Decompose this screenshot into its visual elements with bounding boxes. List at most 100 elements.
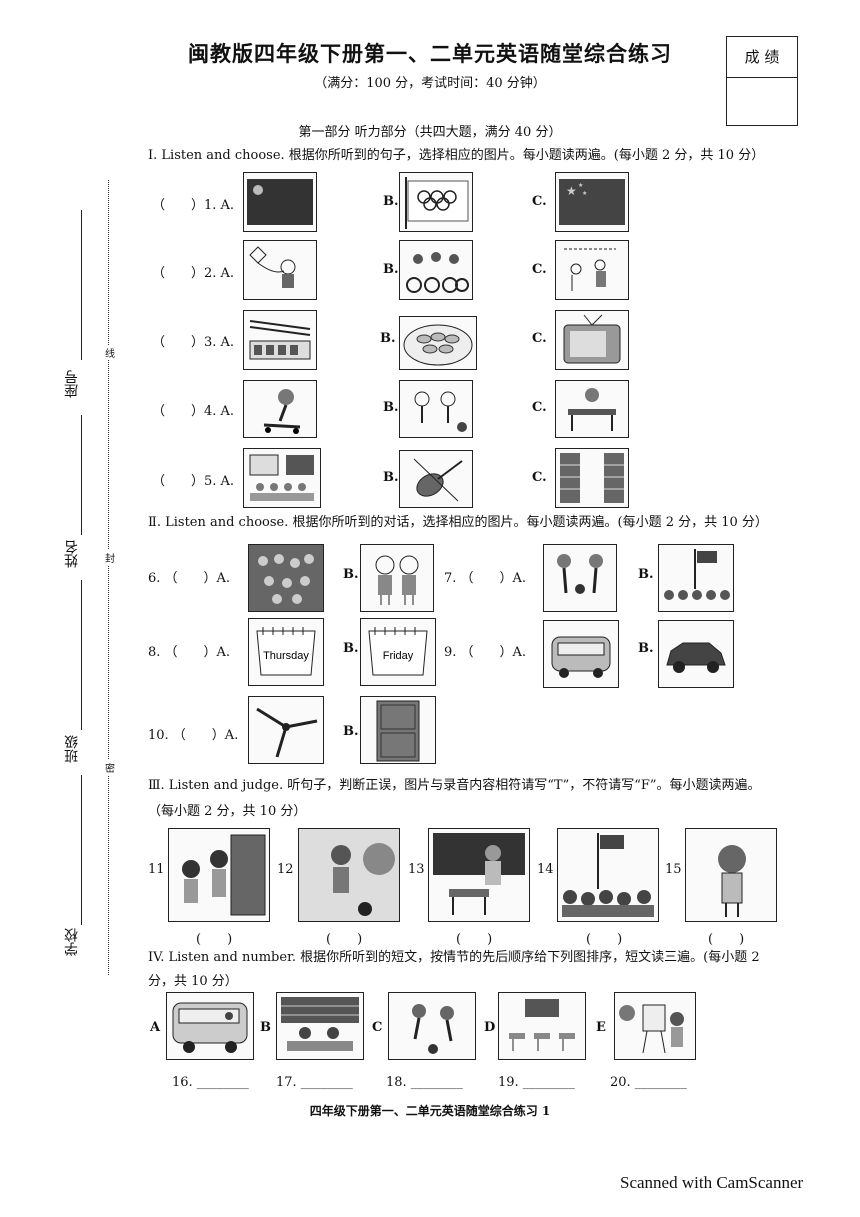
q10-b-label: B.: [343, 724, 359, 739]
q19-blank[interactable]: 19. ________: [498, 1075, 575, 1090]
q1-b-olympic-flag-picture: [399, 172, 473, 232]
seat-label: 座号: [64, 370, 80, 398]
q13-blackboard-boy-picture: [428, 828, 530, 922]
q8-b-friday-calendar-picture: Friday: [360, 618, 436, 686]
p4-c-running-picture: [388, 992, 476, 1060]
p4-letter-b: B: [260, 1020, 271, 1035]
binding-seal-char: 封: [105, 550, 115, 565]
q2-c-drawing-picture: [555, 240, 629, 300]
section-4-instruction: IV. Listen and number. 根据你所听到的短文，按情节的先后顺…: [148, 950, 760, 965]
q3-c-label: C.: [532, 331, 547, 346]
q9-b-car-picture: [658, 620, 734, 688]
p4-b-library-picture: [276, 992, 364, 1060]
q11-answer-paren[interactable]: ( ): [196, 932, 233, 947]
q16-blank[interactable]: 16. ________: [172, 1075, 249, 1090]
q4-b-label: B.: [383, 400, 399, 415]
q3-b-dumplings-picture: [399, 316, 477, 370]
q5-b-label: B.: [383, 470, 399, 485]
q1-c-china-flag-picture: ★★★: [555, 172, 629, 232]
seat-line: [81, 210, 82, 360]
name-line: [81, 415, 82, 535]
section-1-instruction: I. Listen and choose. 根据你所听到的句子，选择相应的图片。…: [148, 148, 765, 163]
q17-blank[interactable]: 17. ________: [276, 1075, 353, 1090]
q11-number: 11: [148, 862, 165, 877]
q10-a-fan-picture: [248, 696, 324, 764]
q7-a-football-picture: [543, 544, 617, 612]
q14-flag-raising-picture: [557, 828, 659, 922]
q12-number: 12: [277, 862, 294, 877]
q5-a-classroom-picture: [243, 448, 321, 508]
part-one-heading: 第一部分 听力部分（共四大题，满分 40 分）: [298, 125, 562, 140]
q2-b-label: B.: [383, 262, 399, 277]
score-box: 成 绩: [726, 36, 798, 126]
q20-blank[interactable]: 20. ________: [610, 1075, 687, 1090]
class-label: 班级: [64, 735, 80, 763]
q10-b-door-picture: [360, 696, 436, 764]
q5-c-library-picture: [555, 448, 629, 508]
q3-a-paint-box-picture: [243, 310, 317, 370]
q15-number: 15: [665, 862, 682, 877]
q12-football-boy-picture: [298, 828, 400, 922]
p4-letter-a: A: [150, 1020, 161, 1035]
q6-b-label: B.: [343, 567, 359, 582]
q6-a-crowd-picture: [248, 544, 324, 612]
q3-c-tv-picture: [555, 310, 629, 370]
q4-prefix: （ ）4. A.: [152, 404, 235, 419]
p4-e-painting-picture: [614, 992, 696, 1060]
q11-door-girls-picture: [168, 828, 270, 922]
q2-c-label: C.: [532, 262, 547, 277]
q1-prefix: （ ）1. A.: [152, 198, 235, 213]
q18-blank[interactable]: 18. ________: [386, 1075, 463, 1090]
svg-text:★: ★: [582, 190, 587, 197]
q7-b-label: B.: [638, 567, 654, 582]
q4-c-desk-picture: [555, 380, 629, 438]
q4-a-skateboard-picture: [243, 380, 317, 438]
q13-answer-paren[interactable]: ( ): [456, 932, 493, 947]
q4-b-playing-picture: [399, 380, 473, 438]
q7-prefix: 7. （ ）A.: [444, 571, 527, 586]
q5-c-label: C.: [532, 470, 547, 485]
p4-letter-d: D: [484, 1020, 496, 1035]
q1-a-flag-picture: [243, 172, 317, 232]
name-label: 姓名: [64, 540, 80, 568]
q3-prefix: （ ）3. A.: [152, 335, 235, 350]
q8-friday-text: Friday: [383, 650, 414, 662]
svg-text:★: ★: [566, 184, 577, 198]
q4-c-label: C.: [532, 400, 547, 415]
school-label: 学校: [64, 928, 80, 956]
section-3-instruction: Ⅲ. Listen and judge. 听句子，判断正误，图片与录音内容相符请…: [148, 778, 761, 793]
q8-thursday-text: Thursday: [263, 650, 309, 662]
q6-prefix: 6. （ ）A.: [148, 571, 231, 586]
q9-a-bus-picture: [543, 620, 619, 688]
p4-letter-e: E: [596, 1020, 606, 1035]
q9-b-label: B.: [638, 641, 654, 656]
scanner-watermark: Scanned with CamScanner: [620, 1173, 804, 1192]
school-line: [81, 775, 82, 925]
page-footer: 四年级下册第一、二单元英语随堂综合练习 1: [309, 1104, 551, 1118]
q10-prefix: 10. （ ）A.: [148, 728, 239, 743]
q2-a-kite-picture: [243, 240, 317, 300]
page-title: 闽教版四年级下册第一、二单元英语随堂综合练习: [188, 41, 672, 66]
svg-text:★: ★: [578, 182, 583, 189]
class-line: [81, 580, 82, 730]
q2-prefix: （ ）2. A.: [152, 266, 235, 281]
q8-a-thursday-calendar-picture: Thursday: [248, 618, 324, 686]
p4-letter-c: C: [372, 1020, 383, 1035]
q2-b-cycling-picture: [399, 240, 473, 300]
q5-prefix: （ ）5. A.: [152, 474, 235, 489]
section-3-instruction-points: （每小题 2 分，共 10 分）: [148, 804, 307, 819]
q14-answer-paren[interactable]: ( ): [586, 932, 623, 947]
q15-answer-paren[interactable]: ( ): [708, 932, 745, 947]
p4-d-classroom-picture: [498, 992, 586, 1060]
q8-prefix: 8. （ ）A.: [148, 645, 231, 660]
page-subtitle: （满分：100 分，考试时间：40 分钟）: [314, 76, 546, 91]
q13-number: 13: [408, 862, 425, 877]
p4-a-bus-driver-picture: [166, 992, 254, 1060]
q8-b-label: B.: [343, 641, 359, 656]
q6-b-friends-picture: [360, 544, 434, 612]
section-4-instruction-points: 分，共 10 分）: [148, 974, 238, 989]
binding-line-char: 线: [105, 345, 115, 360]
q12-answer-paren[interactable]: ( ): [326, 932, 363, 947]
q5-b-violin-picture: [399, 450, 473, 508]
q15-girl-picture: [685, 828, 777, 922]
